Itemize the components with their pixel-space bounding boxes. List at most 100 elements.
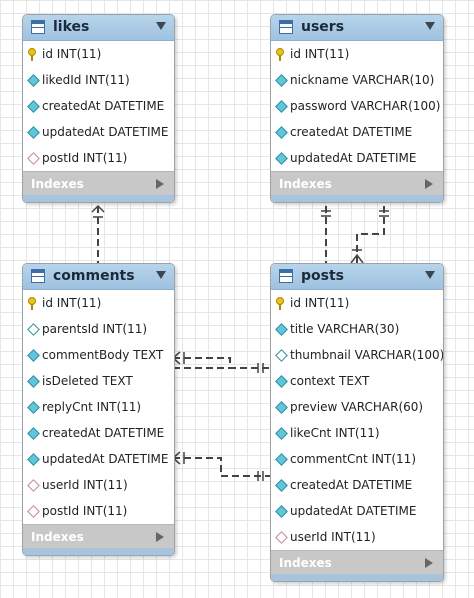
column-label: updatedAt DATETIME [290, 504, 417, 518]
column-label: context TEXT [290, 374, 370, 388]
crowfoot-likes [91, 204, 105, 218]
column-row[interactable]: nickname VARCHAR(10) [271, 67, 443, 93]
column-label: likeCnt INT(11) [290, 426, 380, 440]
column-label: thumbnail VARCHAR(100) [290, 348, 444, 362]
expand-arrow-icon[interactable] [156, 532, 164, 542]
expand-arrow-icon[interactable] [425, 558, 433, 568]
column-row[interactable]: userId INT(11) [271, 524, 443, 550]
column-row[interactable]: createdAt DATETIME [271, 472, 443, 498]
column-row[interactable]: password VARCHAR(100) [271, 93, 443, 119]
column-row[interactable]: preview VARCHAR(60) [271, 394, 443, 420]
column-label: nickname VARCHAR(10) [290, 73, 435, 87]
table-title: comments [53, 268, 135, 284]
column-row[interactable]: commentBody TEXT [23, 342, 174, 368]
column-label: replyCnt INT(11) [42, 400, 142, 414]
column-row[interactable]: updatedAt DATETIME [271, 145, 443, 171]
column-row[interactable]: createdAt DATETIME [23, 93, 174, 119]
table-posts[interactable]: posts id INT(11) title VARCHAR(30) thumb… [270, 263, 444, 582]
column-row[interactable]: createdAt DATETIME [23, 420, 174, 446]
column-row[interactable]: postId INT(11) [23, 145, 174, 171]
table-users[interactable]: users id INT(11) nickname VARCHAR(10) pa… [270, 14, 444, 203]
column-row[interactable]: commentCnt INT(11) [271, 446, 443, 472]
column-label: isDeleted TEXT [42, 374, 133, 388]
table-comments[interactable]: comments id INT(11) parentsId INT(11) co… [22, 263, 175, 556]
column-icon [275, 453, 288, 466]
column-label: preview VARCHAR(60) [290, 400, 424, 414]
column-label: id INT(11) [42, 47, 102, 61]
indexes-label: Indexes [279, 177, 332, 191]
column-row[interactable]: userId INT(11) [23, 472, 174, 498]
collapse-arrow-icon[interactable] [156, 271, 166, 279]
table-header[interactable]: comments [23, 264, 174, 290]
crowfoot-posts-top [350, 249, 364, 264]
column-label: userId INT(11) [42, 478, 128, 492]
collapse-arrow-icon[interactable] [425, 271, 435, 279]
collapse-arrow-icon[interactable] [156, 22, 166, 30]
table-icon [31, 20, 45, 34]
table-bottom-bar [23, 548, 174, 555]
table-likes[interactable]: likes id INT(11) likedId INT(11) created… [22, 14, 175, 203]
column-row[interactable]: context TEXT [271, 368, 443, 394]
table-bottom-bar [271, 195, 443, 202]
indexes-section[interactable]: Indexes [271, 171, 443, 195]
column-label: id INT(11) [290, 296, 350, 310]
column-label: createdAt DATETIME [42, 426, 165, 440]
expand-arrow-icon[interactable] [156, 179, 164, 189]
column-label: commentCnt INT(11) [290, 452, 416, 466]
column-row[interactable]: createdAt DATETIME [271, 119, 443, 145]
expand-arrow-icon[interactable] [425, 179, 433, 189]
connector-users-posts-2 [356, 206, 385, 263]
foreign-key-icon [27, 152, 40, 165]
nullable-column-icon [275, 349, 288, 362]
table-icon [279, 20, 293, 34]
table-bottom-bar [271, 574, 443, 581]
column-label: createdAt DATETIME [42, 99, 165, 113]
column-row[interactable]: likeCnt INT(11) [271, 420, 443, 446]
table-icon [279, 269, 293, 283]
column-row[interactable]: postId INT(11) [23, 498, 174, 524]
column-row[interactable]: parentsId INT(11) [23, 316, 174, 342]
primary-key-icon [276, 297, 284, 310]
column-row[interactable]: replyCnt INT(11) [23, 394, 174, 420]
column-icon [275, 375, 288, 388]
indexes-label: Indexes [279, 556, 332, 570]
collapse-arrow-icon[interactable] [425, 22, 435, 30]
column-icon [275, 505, 288, 518]
column-row[interactable]: title VARCHAR(30) [271, 316, 443, 342]
column-row[interactable]: updatedAt DATETIME [23, 446, 174, 472]
column-row[interactable]: id INT(11) [23, 41, 174, 67]
primary-key-icon [28, 297, 36, 310]
indexes-label: Indexes [31, 177, 84, 191]
column-icon [275, 323, 288, 336]
column-row[interactable]: isDeleted TEXT [23, 368, 174, 394]
column-label: title VARCHAR(30) [290, 322, 400, 336]
column-icon [275, 126, 288, 139]
connector-comments-posts-1 [173, 357, 270, 369]
column-icon [275, 401, 288, 414]
column-icon [275, 427, 288, 440]
one-marker-posts-upper [257, 363, 264, 373]
column-icon [27, 74, 40, 87]
table-icon [31, 269, 45, 283]
column-label: likedId INT(11) [42, 73, 130, 87]
column-row[interactable]: id INT(11) [23, 290, 174, 316]
table-header[interactable]: users [271, 15, 443, 41]
table-header[interactable]: likes [23, 15, 174, 41]
table-title: users [301, 19, 345, 35]
column-row[interactable]: id INT(11) [271, 290, 443, 316]
foreign-key-icon [27, 479, 40, 492]
connector-comments-posts-2 [173, 457, 270, 477]
indexes-section[interactable]: Indexes [23, 171, 174, 195]
indexes-section[interactable]: Indexes [271, 550, 443, 574]
column-label: createdAt DATETIME [290, 125, 413, 139]
table-header[interactable]: posts [271, 264, 443, 290]
column-row[interactable]: thumbnail VARCHAR(100) [271, 342, 443, 368]
column-row[interactable]: updatedAt DATETIME [23, 119, 174, 145]
column-row[interactable]: updatedAt DATETIME [271, 498, 443, 524]
column-label: updatedAt DATETIME [42, 452, 169, 466]
column-label: userId INT(11) [290, 530, 376, 544]
column-icon [275, 479, 288, 492]
column-row[interactable]: id INT(11) [271, 41, 443, 67]
column-row[interactable]: likedId INT(11) [23, 67, 174, 93]
indexes-section[interactable]: Indexes [23, 524, 174, 548]
